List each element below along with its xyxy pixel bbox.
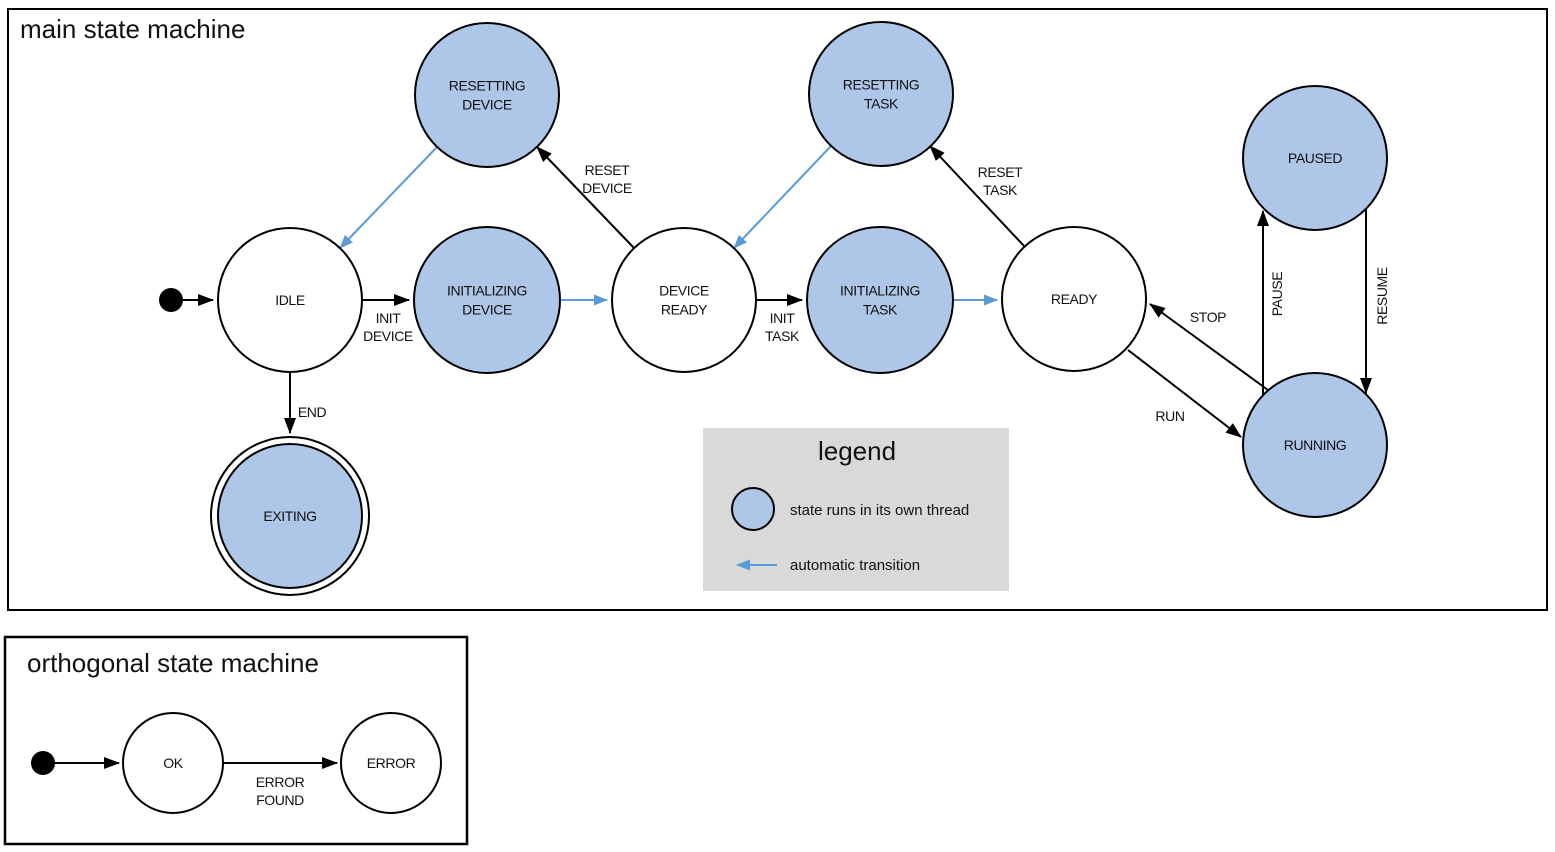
transition-resetting-task-to-device-ready-auto: [733, 145, 832, 249]
states-layer: RESETTINGDEVICERESETTINGTASKPAUSEDIDLEIN…: [31, 21, 1388, 814]
state-label: EXITING: [263, 508, 316, 524]
legend-threaded-state-icon: [731, 487, 775, 531]
transition-ready-to-resetting-task: [929, 145, 1026, 248]
transition-label-device-ready-to-initializing-task: TASK: [765, 328, 800, 344]
main-panel-title: main state machine: [20, 14, 245, 44]
state-label: DEVICE: [462, 302, 512, 318]
state-label: DEVICE: [659, 283, 709, 299]
state-resetting-task: RESETTING TASK: [808, 21, 954, 167]
transition-label-ready-to-resetting-task: TASK: [983, 182, 1018, 198]
state-idle: IDLE: [217, 227, 363, 373]
transition-label-idle-to-exiting: END: [298, 404, 327, 420]
legend-auto-transition-label: automatic transition: [790, 557, 920, 574]
transition-ready-to-running: [1127, 349, 1242, 438]
transition-label-running-to-ready: STOP: [1190, 309, 1226, 325]
transition-label-device-ready-to-resetting-device: DEVICE: [582, 180, 632, 196]
state-circle: [808, 21, 954, 167]
state-circle: [217, 227, 363, 373]
transition-label-idle-to-initializing-device: INIT: [376, 310, 402, 326]
legend-threaded-state-label: state runs in its own thread: [790, 502, 969, 519]
state-circle: [1001, 226, 1147, 372]
state-label: OK: [163, 755, 183, 771]
state-device-ready: DEVICE READY: [611, 227, 757, 373]
state-ready: READY: [1001, 226, 1147, 372]
transitions-layer: INIT DEVICE INIT TASK RESET DEVICE RESET TASK ST…: [55, 145, 1390, 808]
state-resetting-device: RESETTING DEVICE: [414, 22, 560, 168]
orthogonal-panel-title: orthogonal state machine: [27, 648, 319, 678]
state-label: INITIALIZING: [840, 283, 920, 299]
transition-running-to-ready: [1149, 303, 1269, 391]
state-circle: [414, 22, 560, 168]
transition-label-device-ready-to-resetting-device: RESET: [585, 162, 631, 178]
state-label: TASK: [864, 96, 899, 112]
orthogonal-initial-dot-icon: [31, 751, 55, 775]
state-label: READY: [1051, 291, 1098, 307]
state-label: RESETTING: [449, 78, 526, 94]
state-exiting: EXITING: [210, 436, 370, 596]
state-label: PAUSED: [1288, 150, 1342, 166]
state-running: RUNNING: [1242, 372, 1388, 518]
state-initializing-task: INITIALIZING TASK: [806, 226, 954, 374]
legend-title: legend: [818, 436, 896, 466]
state-label: READY: [661, 302, 708, 318]
state-circle: [122, 712, 224, 814]
transition-label-ok-to-error: FOUND: [256, 792, 304, 808]
state-circle: [1242, 85, 1388, 231]
transition-device-ready-to-resetting-device: [536, 146, 635, 249]
transition-label-running-to-paused: PAUSE: [1269, 272, 1285, 316]
transition-label-device-ready-to-initializing-task: INIT: [770, 310, 796, 326]
transition-label-idle-to-initializing-device: DEVICE: [363, 328, 413, 344]
transition-label-ok-to-error: ERROR: [256, 774, 305, 790]
state-circle: [1242, 372, 1388, 518]
state-label: ERROR: [367, 755, 416, 771]
main-initial-dot-icon: [159, 288, 183, 312]
transition-label-ready-to-resetting-task: RESET: [978, 164, 1024, 180]
state-circle: [806, 226, 954, 374]
state-label: IDLE: [275, 292, 305, 308]
transition-resetting-device-to-idle-auto: [339, 146, 438, 249]
orthogonal-panel-border: [3, 635, 469, 846]
state-circle: [413, 226, 561, 374]
transition-label-ready-to-running: RUN: [1155, 408, 1184, 424]
state-label: RESETTING: [843, 77, 920, 93]
legend: legend state runs in its own thread auto…: [703, 428, 1009, 591]
state-circle: [217, 443, 363, 589]
state-label: RUNNING: [1284, 437, 1347, 453]
transition-label-paused-to-running: RESUME: [1374, 267, 1390, 325]
main-panel-border: [7, 8, 1548, 611]
state-error: ERROR: [340, 712, 442, 814]
state-paused: PAUSED: [1242, 85, 1388, 231]
state-circle: [340, 712, 442, 814]
state-circle: [611, 227, 757, 373]
state-initializing-device: INITIALIZING DEVICE: [413, 226, 561, 374]
state-label: DEVICE: [462, 97, 512, 113]
state-label: INITIALIZING: [447, 283, 527, 299]
state-ok: OK: [122, 712, 224, 814]
state-label: TASK: [863, 302, 898, 318]
